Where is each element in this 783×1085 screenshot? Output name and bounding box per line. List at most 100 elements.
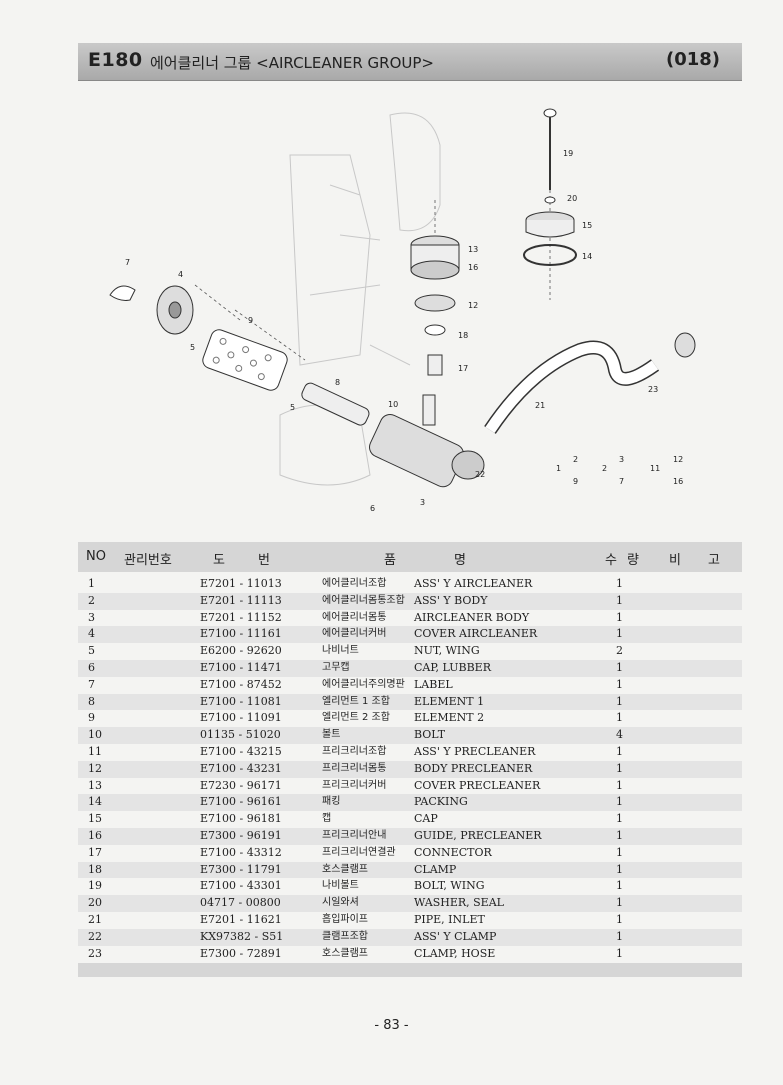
svg-text:13: 13 <box>468 245 478 254</box>
table-bottom-bar <box>78 963 742 977</box>
cell-english-name: CLAMP, HOSE <box>414 946 496 960</box>
cell-part-number: E7100 - 11081 <box>200 694 282 708</box>
cell-no: 2 <box>88 593 95 607</box>
cell-part-number: E7100 - 87452 <box>200 677 282 691</box>
cell-korean-name: 프리크리너연결관 <box>322 846 396 858</box>
cell-no: 14 <box>88 795 102 809</box>
cell-korean-name: 시일와셔 <box>322 897 359 909</box>
cell-no: 23 <box>88 946 102 960</box>
svg-text:21: 21 <box>535 401 545 410</box>
cell-quantity: 2 <box>616 644 623 658</box>
cell-part-number: E7300 - 96191 <box>200 828 282 842</box>
header-myeong: 명 <box>454 553 466 568</box>
cell-part-number: E7100 - 11091 <box>200 711 282 725</box>
svg-text:10: 10 <box>388 400 398 409</box>
cell-quantity: 1 <box>616 795 623 809</box>
cell-no: 9 <box>88 711 95 725</box>
cell-korean-name: 에어클리너몸통 <box>322 611 387 623</box>
cell-korean-name: 프리크리너커버 <box>322 779 387 791</box>
cell-korean-name: 나비볼트 <box>322 880 359 892</box>
section-code: (018) <box>665 49 720 70</box>
cell-no: 18 <box>88 862 102 876</box>
cell-english-name: ASS' Y PRECLEANER <box>414 744 536 758</box>
model-code: E180 <box>88 49 143 71</box>
cell-no: 6 <box>88 660 95 674</box>
header-no: NO <box>86 549 106 564</box>
cell-quantity: 1 <box>616 929 623 943</box>
cell-no: 3 <box>88 610 95 624</box>
cell-korean-name: 호스클램프 <box>322 863 368 875</box>
header-su: 수 <box>605 553 617 568</box>
exploded-parts-diagram: 7 4 5 9 5 8 10 6 3 13 16 12 18 17 22 21 … <box>109 108 696 513</box>
cell-korean-name: 볼트 <box>322 729 341 741</box>
cell-english-name: COVER AIRCLEANER <box>414 627 538 641</box>
cell-quantity: 1 <box>616 845 623 859</box>
cell-no: 7 <box>88 677 95 691</box>
cell-no: 22 <box>88 929 102 943</box>
cell-no: 12 <box>88 761 102 775</box>
cell-english-name: PIPE, INLET <box>414 912 485 926</box>
svg-text:16: 16 <box>673 477 683 486</box>
svg-text:17: 17 <box>458 364 468 373</box>
svg-text:11: 11 <box>650 464 660 473</box>
cell-part-number: E7100 - 43312 <box>200 845 282 859</box>
cell-part-number: E7201 - 11013 <box>200 577 282 590</box>
header-beon: 번 <box>258 553 270 568</box>
cell-korean-name: 에어클리너커버 <box>322 628 387 640</box>
header-go: 고 <box>708 553 720 568</box>
cell-no: 4 <box>88 627 95 641</box>
cell-no: 17 <box>88 845 102 859</box>
cell-korean-name: 캡 <box>322 813 332 825</box>
cell-quantity: 1 <box>616 812 623 826</box>
cell-quantity: 1 <box>616 896 623 910</box>
page-number: - 83 - <box>374 1018 409 1033</box>
cell-quantity: 1 <box>616 577 623 590</box>
cell-english-name: WASHER, SEAL <box>414 896 504 910</box>
cell-korean-name: 고무캡 <box>322 661 350 673</box>
table-header: NO 관리번호 도 번 품 명 수 량 비 고 <box>78 542 742 572</box>
svg-text:9: 9 <box>248 316 253 325</box>
cell-part-number: E7201 - 11152 <box>200 610 282 624</box>
cell-english-name: LABEL <box>414 677 453 691</box>
header-part-no: 관리번호 <box>124 553 172 568</box>
cell-korean-name: 에어클리너몸통조합 <box>322 594 405 606</box>
cell-english-name: ASS' Y BODY <box>414 593 488 607</box>
cell-quantity: 1 <box>616 828 623 842</box>
cell-english-name: BODY PRECLEANER <box>414 761 533 775</box>
svg-text:1: 1 <box>556 464 561 473</box>
cell-quantity: 1 <box>616 761 623 775</box>
cell-part-number: E7100 - 11471 <box>200 660 282 674</box>
cell-korean-name: 엘리먼트 1 조합 <box>322 695 390 707</box>
cell-english-name: BOLT <box>414 728 446 742</box>
cell-no: 8 <box>88 694 95 708</box>
cell-english-name: PACKING <box>414 795 468 809</box>
svg-text:5: 5 <box>290 403 295 412</box>
cell-english-name: ASS' Y CLAMP <box>414 929 497 943</box>
cell-no: 13 <box>88 778 102 792</box>
cell-english-name: CAP <box>414 812 438 826</box>
cell-part-number: KX97382 - S51 <box>200 929 284 943</box>
svg-text:5: 5 <box>190 343 195 352</box>
header-pum: 품 <box>384 553 396 568</box>
cell-quantity: 1 <box>616 946 623 960</box>
cell-quantity: 1 <box>616 744 623 758</box>
svg-text:12: 12 <box>468 301 478 310</box>
cell-part-number: E7100 - 43301 <box>200 879 282 893</box>
cell-quantity: 1 <box>616 627 623 641</box>
svg-text:2: 2 <box>573 455 578 464</box>
svg-text:9: 9 <box>573 477 578 486</box>
cell-quantity: 1 <box>616 610 623 624</box>
cell-english-name: COVER PRECLEANER <box>414 778 541 792</box>
cell-english-name: CLAMP <box>414 862 457 876</box>
cell-quantity: 1 <box>616 711 623 725</box>
cell-no: 15 <box>88 812 102 826</box>
svg-text:2: 2 <box>602 464 607 473</box>
